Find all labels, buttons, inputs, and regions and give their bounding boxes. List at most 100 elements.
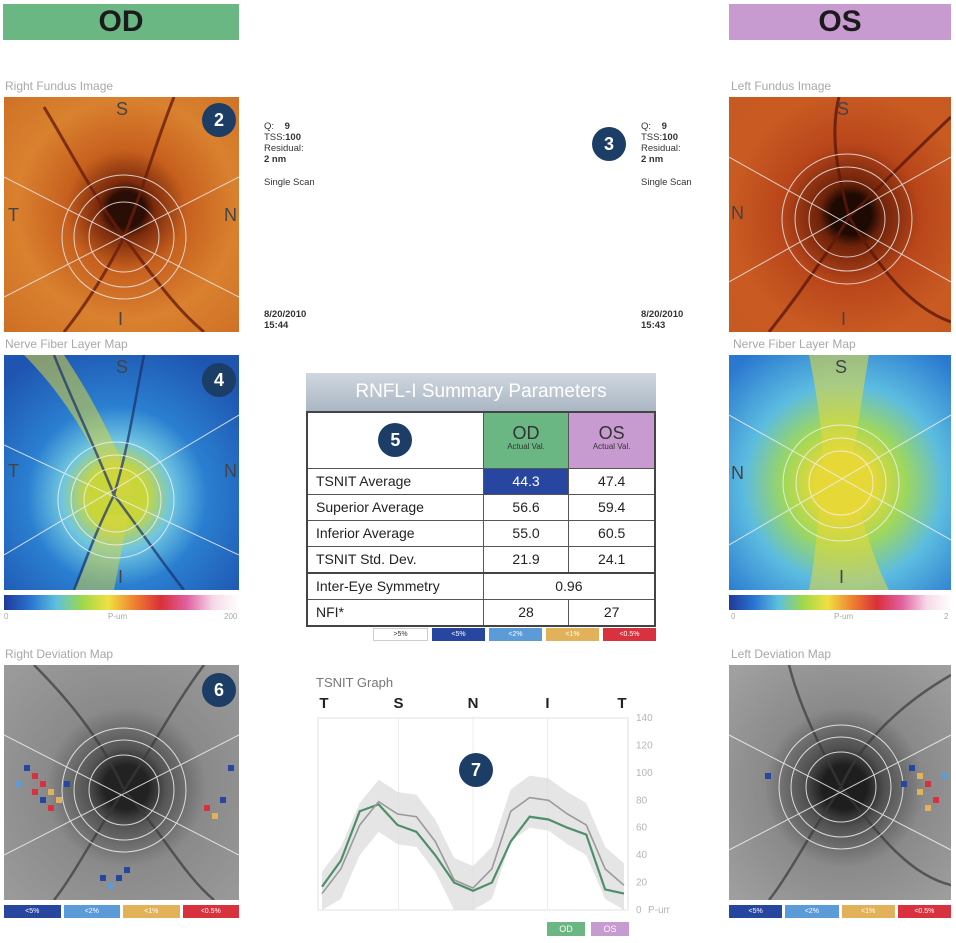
y-tick-label: 40 bbox=[636, 850, 648, 861]
right-deviation-map: 6 bbox=[4, 665, 239, 900]
nfi-os-value: 27 bbox=[568, 598, 656, 626]
right-nfl-map: S T N I 4 bbox=[4, 355, 239, 590]
severity-lt2: <2% bbox=[489, 628, 542, 641]
col-od-header: OD Actual Val. bbox=[482, 411, 570, 469]
os-orient-s-label: S bbox=[837, 99, 850, 119]
row-label: TSNIT Average bbox=[306, 467, 484, 495]
rdev-lt1: <1% bbox=[123, 905, 180, 918]
row-label: Inferior Average bbox=[306, 519, 484, 547]
os-tss-label: TSS: bbox=[641, 132, 663, 143]
left-fundus-caption: Left Fundus Image bbox=[731, 79, 832, 93]
y-tick-label: 120 bbox=[636, 740, 653, 751]
y-tick-label: 100 bbox=[636, 768, 653, 779]
table-row: TSNIT Std. Dev. 21.9 24.1 bbox=[306, 545, 656, 573]
od-q-label: Q: bbox=[264, 121, 275, 132]
nfi-od-value: 28 bbox=[482, 598, 570, 626]
badge-6: 6 bbox=[202, 673, 236, 707]
badge-5: 5 bbox=[378, 423, 413, 458]
severity-lt5: <5% bbox=[432, 628, 485, 641]
y-tick-label: 20 bbox=[636, 878, 648, 889]
ldev-lt05: <0.5% bbox=[897, 905, 951, 918]
left-deviation-legend: <5% <2% <1% <0.5% bbox=[729, 905, 951, 918]
os-orient-i-label: I bbox=[841, 309, 847, 329]
tsnit-legend: OD OS bbox=[547, 922, 629, 936]
left-colorbar-min: 0 bbox=[731, 612, 736, 621]
legend-od: OD bbox=[547, 922, 585, 936]
ldev-lt2: <2% bbox=[785, 905, 839, 918]
left-colorbar-max: 2 bbox=[944, 612, 949, 621]
orient-t-label: T bbox=[8, 205, 19, 225]
orient-i-label: I bbox=[118, 309, 124, 329]
x-category-label: T bbox=[617, 695, 626, 712]
left-fundus-image: S N I bbox=[729, 97, 951, 332]
nfl-orient-s-label: S bbox=[116, 357, 129, 377]
od-tss-label: TSS: bbox=[264, 132, 286, 143]
od-scan-type: Single Scan bbox=[264, 177, 315, 188]
col-od-label: OD bbox=[512, 423, 540, 444]
os-datetime: 8/20/2010 15:43 bbox=[641, 309, 683, 331]
orient-n-label: N bbox=[224, 205, 237, 225]
col-os-label: OS bbox=[598, 423, 625, 444]
od-datetime: 8/20/2010 15:44 bbox=[264, 309, 306, 331]
row-od-value: 44.3 bbox=[482, 467, 570, 495]
od-header: OD bbox=[3, 4, 239, 40]
x-category-label: N bbox=[468, 695, 479, 712]
severity-gt5: >5% bbox=[373, 628, 428, 641]
right-colorbar-min: 0 bbox=[4, 612, 9, 621]
table-row: Inter-Eye Symmetry 0.96 bbox=[306, 572, 656, 600]
table-row: Superior Average 56.6 59.4 bbox=[306, 493, 656, 521]
severity-lt1: <1% bbox=[546, 628, 599, 641]
os-scan-info: Q: 9 TSS:100 Residual: 2 nm Single Scan bbox=[641, 121, 721, 188]
rdev-lt05: <0.5% bbox=[182, 905, 239, 918]
rdev-lt2: <2% bbox=[63, 905, 120, 918]
y-tick-label: 60 bbox=[636, 823, 648, 834]
y-tick-label: 0 bbox=[636, 905, 642, 916]
severity-lt05: <0.5% bbox=[603, 628, 656, 641]
od-residual-label: Residual: bbox=[264, 143, 304, 154]
ldev-lt1: <1% bbox=[841, 905, 895, 918]
nfi-label: NFI* bbox=[306, 598, 484, 626]
left-nfl-map: S N I bbox=[729, 355, 951, 590]
x-category-label: I bbox=[545, 695, 549, 712]
col-od-sub: Actual Val. bbox=[507, 442, 545, 452]
orient-s-label: S bbox=[116, 99, 129, 119]
summary-severity-legend: >5% <5% <2% <1% <0.5% bbox=[373, 628, 656, 641]
nfl-orient-t-label: T bbox=[8, 461, 19, 481]
od-time: 15:44 bbox=[264, 320, 289, 331]
y-tick-label: 140 bbox=[636, 713, 653, 724]
os-residual-label: Residual: bbox=[641, 143, 681, 154]
col-os-header: OS Actual Val. bbox=[568, 411, 656, 469]
x-category-label: T bbox=[319, 695, 328, 712]
od-tss-value: 100 bbox=[285, 132, 301, 143]
os-residual-value: 2 nm bbox=[641, 154, 664, 165]
nfl-orient-i-label: I bbox=[118, 567, 124, 587]
deviation-superpixels bbox=[765, 765, 947, 811]
summary-table: 5 OD Actual Val. OS Actual Val. TSNIT Av… bbox=[306, 411, 656, 627]
summary-corner-cell: 5 bbox=[306, 411, 484, 469]
right-colorbar-max: 200 bbox=[224, 612, 238, 621]
row-od-value: 21.9 bbox=[482, 545, 570, 573]
right-deviation-legend: <5% <2% <1% <0.5% bbox=[4, 905, 239, 918]
left-colorbar bbox=[729, 595, 951, 610]
badge-4: 4 bbox=[202, 363, 236, 397]
col-os-sub: Actual Val. bbox=[592, 442, 631, 452]
os-header: OS bbox=[729, 4, 951, 40]
od-date: 8/20/2010 bbox=[264, 309, 307, 320]
right-colorbar-unit: P-um bbox=[108, 612, 128, 621]
y-axis-unit: P-um bbox=[648, 905, 670, 916]
os-nfl-orient-i-label: I bbox=[839, 567, 845, 587]
tsnit-graph-title: TSNIT Graph bbox=[316, 675, 394, 690]
deviation-superpixels bbox=[16, 765, 234, 889]
right-deviation-caption: Right Deviation Map bbox=[5, 647, 114, 661]
badge-3: 3 bbox=[592, 127, 626, 161]
left-nfl-caption: Nerve Fiber Layer Map bbox=[733, 337, 856, 351]
row-os-value: 60.5 bbox=[568, 519, 656, 547]
os-date: 8/20/2010 bbox=[641, 309, 684, 320]
od-q-value: 9 bbox=[284, 121, 290, 132]
table-row: Inferior Average 55.0 60.5 bbox=[306, 519, 656, 547]
right-fundus-caption: Right Fundus Image bbox=[5, 79, 114, 93]
ldev-lt5: <5% bbox=[729, 905, 783, 918]
os-nfl-orient-s-label: S bbox=[835, 357, 848, 377]
x-category-label: S bbox=[393, 695, 403, 712]
right-colorbar bbox=[4, 595, 239, 610]
